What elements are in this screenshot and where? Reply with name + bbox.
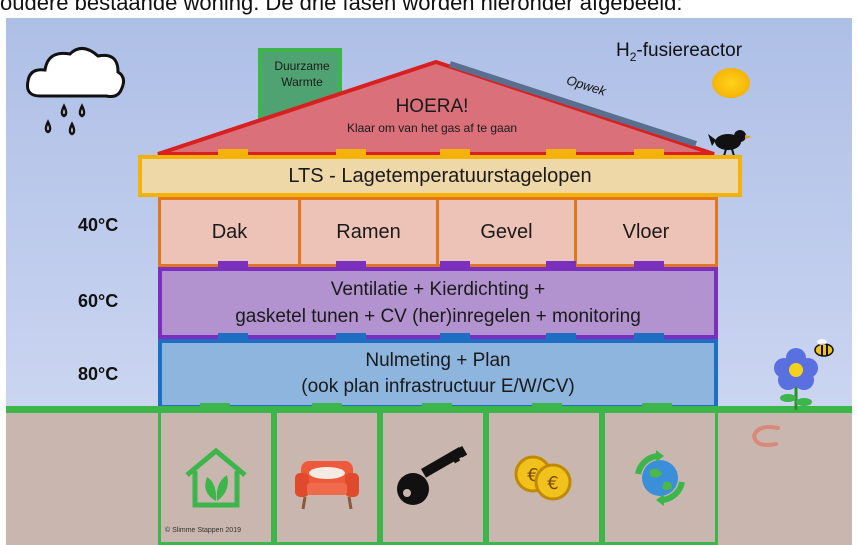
measurement-line-1: Nulmeting + Plan xyxy=(365,350,511,371)
measurement-line-2: (ook plan infrastructuur E/W/CV) xyxy=(301,376,575,397)
lts-band-label: LTS - Lagetemperatuurstagelopen xyxy=(288,164,592,187)
reactor-label: H2-fusiereactor xyxy=(616,40,743,64)
house-diagram: H2-fusiereactor Duurzame Warmte HOERA! K… xyxy=(6,18,852,545)
foundation-cell xyxy=(274,410,380,545)
connector-tab xyxy=(200,403,230,409)
measurement-band: Nulmeting + Plan (ook plan infrastructuu… xyxy=(158,339,718,409)
connector-tab xyxy=(336,149,366,155)
connector-tab xyxy=(440,261,470,267)
connector-tab xyxy=(546,149,576,155)
roof-title: HOERA! xyxy=(395,96,469,117)
armchair-icon xyxy=(295,460,359,509)
temperature-label-40: 40°C xyxy=(78,215,119,235)
sun-icon xyxy=(712,68,750,98)
foundation-cell: © Slimme Stappen 2019 xyxy=(158,410,274,545)
ventilation-line-1: Ventilatie + Kierdichting + xyxy=(330,279,546,300)
insulation-cell-gevel: Gevel xyxy=(439,200,574,264)
roof xyxy=(157,59,715,156)
bee-icon xyxy=(814,339,834,357)
foundation-row: © Slimme Stappen 2019 xyxy=(158,410,718,545)
cell-label: Ramen xyxy=(336,220,401,243)
chimney-label: Duurzame Warmte xyxy=(274,59,330,89)
worm-icon xyxy=(751,425,780,447)
cell-label: Dak xyxy=(211,220,248,243)
connector-tab xyxy=(336,333,366,339)
insulation-row: Dak Ramen Gevel Vloer xyxy=(158,197,718,267)
connector-tab xyxy=(642,403,672,409)
svg-text:€: € xyxy=(527,465,538,486)
svg-text:€: € xyxy=(547,473,558,494)
roof-subtitle: Klaar om van het gas af te gaan xyxy=(346,121,518,135)
rain-cloud-icon xyxy=(26,47,125,136)
insulation-cell-ramen: Ramen xyxy=(301,200,436,264)
ventilation-line-2: gasketel tunen + CV (her)inregelen + mon… xyxy=(235,306,641,327)
euro-coins-icon: € € xyxy=(514,455,572,500)
cell-label: Vloer xyxy=(622,220,670,243)
connector-tab xyxy=(440,149,470,155)
key-icon xyxy=(397,445,468,505)
lts-band: LTS - Lagetemperatuurstagelopen xyxy=(138,155,742,197)
flower-icon xyxy=(774,348,818,410)
connector-tab xyxy=(634,261,664,267)
temperature-label-60: 60°C xyxy=(78,291,119,311)
connector-tab xyxy=(532,403,562,409)
connector-tab xyxy=(440,333,470,339)
insulation-cell-dak: Dak xyxy=(161,200,298,264)
connector-tab xyxy=(218,149,248,155)
copyright-text: © Slimme Stappen 2019 xyxy=(165,527,241,534)
foundation-cell xyxy=(380,410,486,545)
foundation-cell: € € xyxy=(486,410,602,545)
ventilation-band: Ventilatie + Kierdichting + gasketel tun… xyxy=(158,267,718,339)
recycling-globe-icon xyxy=(635,449,685,506)
connector-tab xyxy=(422,403,452,409)
connector-tab xyxy=(336,261,366,267)
green-house-icon xyxy=(185,447,247,507)
caption-text: oudere bestaande woning. De drie fasen w… xyxy=(0,0,683,15)
connector-tab xyxy=(218,261,248,267)
connector-tab xyxy=(546,333,576,339)
connector-tab xyxy=(218,333,248,339)
grass-line xyxy=(6,406,852,413)
temperature-label-80: 80°C xyxy=(78,364,119,384)
foundation-cell xyxy=(602,410,718,545)
insulation-cell-vloer: Vloer xyxy=(577,200,715,264)
crow-icon xyxy=(708,130,752,157)
connector-tab xyxy=(634,333,664,339)
connector-tab xyxy=(312,403,342,409)
connector-tab xyxy=(634,149,664,155)
cell-label: Gevel xyxy=(480,220,533,243)
connector-tab xyxy=(546,261,576,267)
